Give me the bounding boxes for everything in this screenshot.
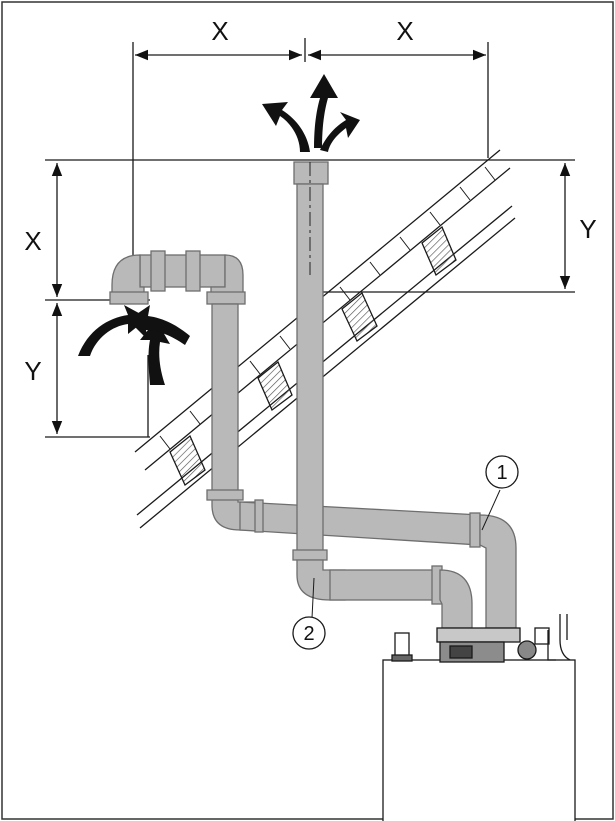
dimension-label-x-left: X	[24, 226, 41, 256]
dimension-label-x-top-left: X	[211, 16, 228, 46]
sloped-roof	[134, 149, 516, 529]
callout-label-2: 2	[303, 623, 314, 645]
dimension-label-y-left: Y	[24, 356, 41, 386]
inlet-arrow-icon	[78, 305, 148, 356]
inlet-arrow-icon	[140, 320, 170, 385]
callout-label-1: 1	[496, 462, 507, 484]
boiler-unit	[382, 614, 576, 821]
roof-rafter-lines	[159, 166, 496, 450]
air-inlet-arrows	[78, 305, 190, 385]
exhaust-arrow-icon	[262, 102, 310, 152]
dimension-label-x-top-right: X	[396, 16, 413, 46]
inlet-arrow-icon	[128, 305, 190, 345]
roof-battens	[169, 225, 457, 487]
exhaust-arrow-icon	[310, 74, 338, 148]
dimension-label-y-right: Y	[579, 214, 596, 244]
flue-gas-pipe	[292, 161, 473, 629]
dimension-lines	[45, 38, 575, 438]
callout-1: 1	[481, 455, 519, 531]
exhaust-arrow-icon	[320, 112, 360, 152]
exhaust-arrows	[262, 74, 360, 152]
callout-2: 2	[292, 577, 326, 650]
